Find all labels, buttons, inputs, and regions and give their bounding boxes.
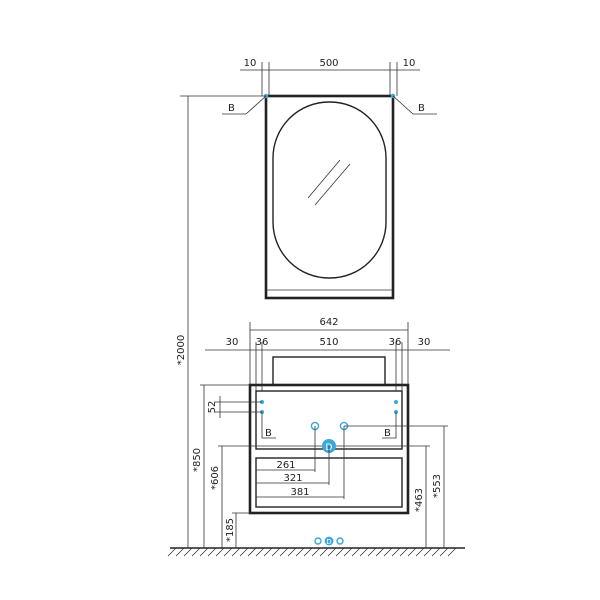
mirror-assembly: 10 500 10 B B [222,58,437,300]
vanity-dim-381: 381 [290,487,309,498]
mirror-oval [272,101,387,279]
vanity-dim-185: *185 [225,518,236,542]
mirror-dim-right-gap: 10 [403,58,416,69]
hatch-line [447,547,457,557]
hatch-line [215,547,225,557]
hatch-line [319,547,329,557]
mirror-callout-right-leader [392,95,437,115]
vanity-callout-left-leader [261,412,276,439]
cabinet-outer [248,383,410,515]
hatch-line [335,547,345,557]
mirror-callout-left-leader [222,95,267,115]
hatch-line [311,547,321,557]
mount-dot-right-top [394,400,398,404]
vanity-dim-52: 52 [207,401,218,414]
hatch-line [255,547,265,557]
hatch-line [367,547,377,557]
hatch-line [271,547,281,557]
hatch-line [399,547,409,557]
reflection-mark-1 [307,159,341,199]
vanity-dim-right-inner: 36 [389,337,402,348]
hatch-line [407,547,417,557]
hatch-line [263,547,273,557]
vanity-assembly: 642 30 36 510 36 30 52 B B D 2 [192,317,450,548]
vanity-dim-basin: 510 [319,337,338,348]
hatch-line [303,547,313,557]
vanity-dim-left-offset: 30 [226,337,239,348]
mirror-callout-left: B [228,103,235,114]
hatch-line [415,547,425,557]
vanity-callout-left: B [265,428,272,439]
vanity-dim-261: 261 [276,460,295,471]
hatch-line [207,547,217,557]
hatch-line [327,547,337,557]
mirror-dim-left-gap: 10 [244,58,257,69]
floor-inlet-right [336,537,344,545]
hatch-line [439,547,449,557]
floor: D [167,536,465,557]
hatch-line [295,547,305,557]
vanity-dim-right-offset: 30 [418,337,431,348]
vanity-dim-321: 321 [283,473,302,484]
hatch-line [359,547,369,557]
hatch-line [191,547,201,557]
mirror-callout-right: B [418,103,425,114]
hatch-line [183,547,193,557]
mirror-dim-width: 500 [319,58,338,69]
hatch-line [231,547,241,557]
hatch-line [199,547,209,557]
vanity-callout-right: B [384,428,391,439]
floor-drain-marker [324,536,334,546]
hatch-line [223,547,233,557]
hatch-line [423,547,433,557]
overall-height-dimension: *2000 [176,95,266,548]
floor-inlet-left [314,537,322,545]
hatch-line [391,547,401,557]
vanity-dim-463: *463 [414,488,425,512]
basin [272,356,386,386]
hatch-line [431,547,441,557]
hatch-line [175,547,185,557]
hatch-line [383,547,393,557]
hatch-line [351,547,361,557]
hatch-line [287,547,297,557]
hatch-line [239,547,249,557]
vanity-dim-553: *553 [432,474,443,498]
hatch-line [343,547,353,557]
hatch-line [167,547,177,557]
vanity-dim-width: 642 [319,317,338,328]
vanity-dim-606: *606 [210,466,221,490]
vanity-callout-right-leader [382,412,397,439]
mirror-frame [264,94,395,300]
overall-dim-height: *2000 [176,335,187,365]
floor-hatching [167,547,457,557]
reflection-mark-2 [314,163,351,206]
vanity-dim-850: *850 [192,448,203,472]
hatch-line [279,547,289,557]
hatch-line [375,547,385,557]
hatch-line [247,547,257,557]
vanity-dim-left-inner: 36 [256,337,269,348]
floor-drain-label: D [326,538,331,546]
